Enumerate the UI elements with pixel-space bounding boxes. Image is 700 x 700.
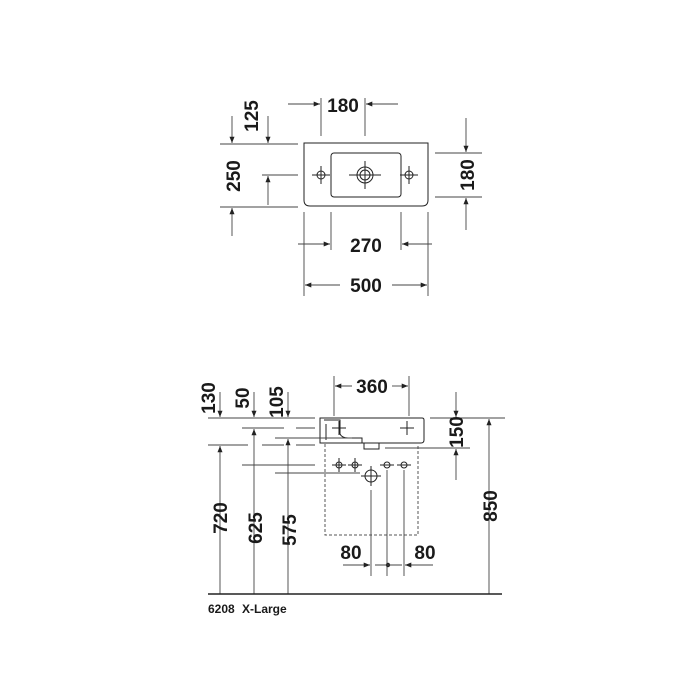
dim-width-total: 500: [350, 276, 382, 297]
dim-tap-spacing: 180: [327, 96, 359, 117]
dim-height-130: 130: [199, 382, 220, 414]
drain-stub: [363, 442, 380, 450]
basin-outline-side: [319, 417, 425, 444]
side-view: 80 80 360 130 720 50 625 105 575: [199, 376, 505, 595]
caption-model: 6208: [208, 602, 235, 616]
tap-marker-left-icon: [332, 421, 346, 435]
dim-basin-width: 270: [350, 236, 382, 257]
dim-offset-right: 80: [414, 543, 435, 564]
caption: 6208 X-Large: [208, 602, 287, 616]
dim-height-105: 105: [267, 386, 288, 418]
dim-height-575: 575: [280, 514, 301, 546]
tap-marker-right-icon: [400, 421, 414, 435]
dim-height-720: 720: [211, 502, 232, 534]
dim-tap-offset: 125: [242, 100, 263, 132]
basin-outline-top: [303, 142, 429, 207]
tap-hole-right-icon: [400, 166, 418, 184]
drain-icon: [349, 161, 381, 189]
caption-size: X-Large: [242, 602, 287, 616]
dim-height-50: 50: [233, 387, 254, 408]
dim-height-625: 625: [246, 512, 267, 544]
dim-height-850: 850: [481, 490, 502, 522]
dim-depth-total: 250: [224, 160, 245, 192]
tap-hole-left-icon: [312, 166, 330, 184]
pipe-connection-icons: [332, 458, 411, 486]
top-view: 180 125 250 180 270 500: [220, 96, 482, 297]
dim-offset-left: 80: [340, 543, 361, 564]
dim-basin-height: 150: [447, 416, 468, 448]
dim-basin-depth: 180: [458, 159, 479, 191]
dashed-cabinet: [324, 444, 419, 536]
dim-basin-span: 360: [356, 377, 388, 398]
